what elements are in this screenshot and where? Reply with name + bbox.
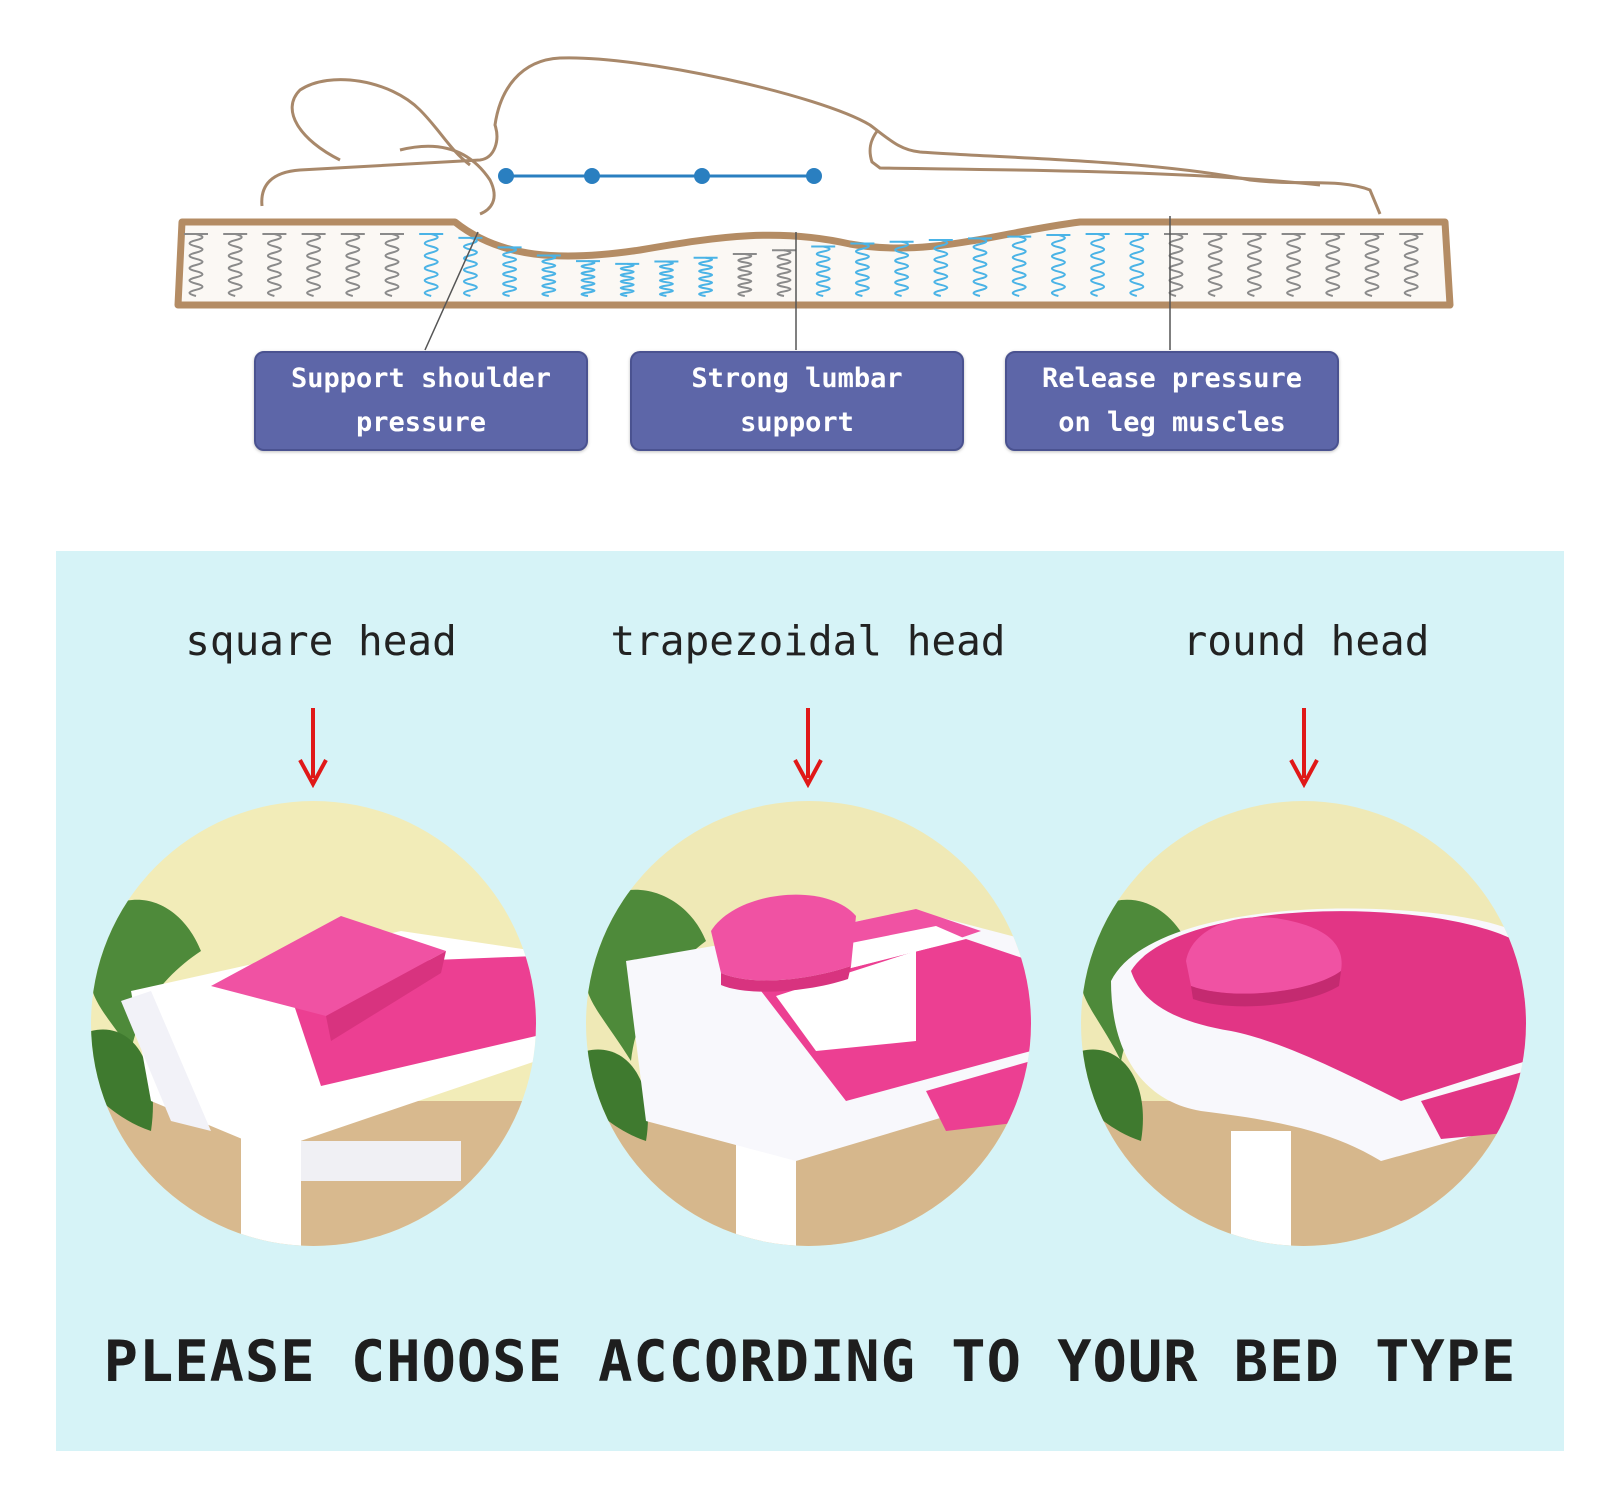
spring-coil-icon [1286,233,1302,297]
spring-coil-icon [972,237,988,297]
spring-coil-icon [384,233,400,297]
spring-coil-icon [266,233,282,297]
footer-instruction: PLEASE CHOOSE ACCORDING TO YOUR BED TYPE [103,1329,1517,1395]
spring-coil-icon [1403,233,1419,297]
spine-dot [498,168,514,184]
spring-coil-icon [423,233,439,297]
callout-line: support [740,407,854,438]
spring-coil-icon [1011,235,1027,297]
spring-coil-icon [188,233,204,297]
callout-line: Strong lumbar [691,363,903,394]
spring-coil-icon [737,253,753,297]
pointer-line-shoulder [424,231,479,351]
head-outline [290,78,471,167]
option-label-trapezoidal: trapezoidal head [610,617,1006,665]
spring-coil-icon [933,239,949,297]
leg-outline [868,129,1321,187]
spring-coils [184,233,1424,297]
mattress-outline [174,218,1454,309]
mattress-pressure-diagram [174,56,1454,351]
callout-lumbar: Strong lumbar support [630,351,964,451]
down-arrow-icon [793,708,823,788]
spring-coil-icon [854,242,870,297]
spring-coil-icon [1129,233,1145,297]
spine-dot [806,168,822,184]
spring-coil-icon [815,245,831,297]
spring-coil-icon [227,233,243,297]
spring-coil-icon [502,246,518,297]
down-arrow-icon [298,708,328,788]
bed-type-panel: square head trapezoidal head [56,551,1564,1451]
spring-coil-icon [658,260,674,297]
spring-coil-icon [1246,233,1262,297]
spring-coil-icon [1325,233,1341,297]
spring-coil-icon [541,254,557,297]
down-arrow-icon [1289,708,1319,788]
square-head-photo[interactable] [91,801,536,1246]
spring-coil-icon [894,240,910,297]
arm-outline [399,144,496,216]
spring-coil-icon [580,260,596,297]
spring-coil-icon [698,256,714,297]
callout-line: Release pressure [1041,363,1303,394]
spring-coil-icon [306,233,322,297]
spring-coil-icon [776,249,792,297]
spring-coil-icon [1364,233,1380,297]
spring-coil-icon [462,236,478,297]
spring-coil-icon [345,233,361,297]
callout-line: Support shoulder [290,363,552,394]
spring-coil-icon [619,262,635,297]
body-silhouette [260,56,1382,215]
round-head-photo[interactable] [1081,801,1526,1246]
spring-coil-icon [1090,233,1106,297]
callout-legs: Release pressure on leg muscles [1005,351,1339,451]
callout-shoulder: Support shoulder pressure [254,351,588,451]
spring-coil-icon [1207,233,1223,297]
callout-line: on leg muscles [1058,407,1286,438]
spring-coil-icon [1050,233,1066,297]
spine-dot [584,168,600,184]
option-label-square: square head [185,617,457,665]
callout-line: pressure [355,407,487,438]
option-label-round: round head [1182,617,1430,665]
trapezoidal-head-photo[interactable] [586,801,1031,1246]
spine-dot [694,168,710,184]
